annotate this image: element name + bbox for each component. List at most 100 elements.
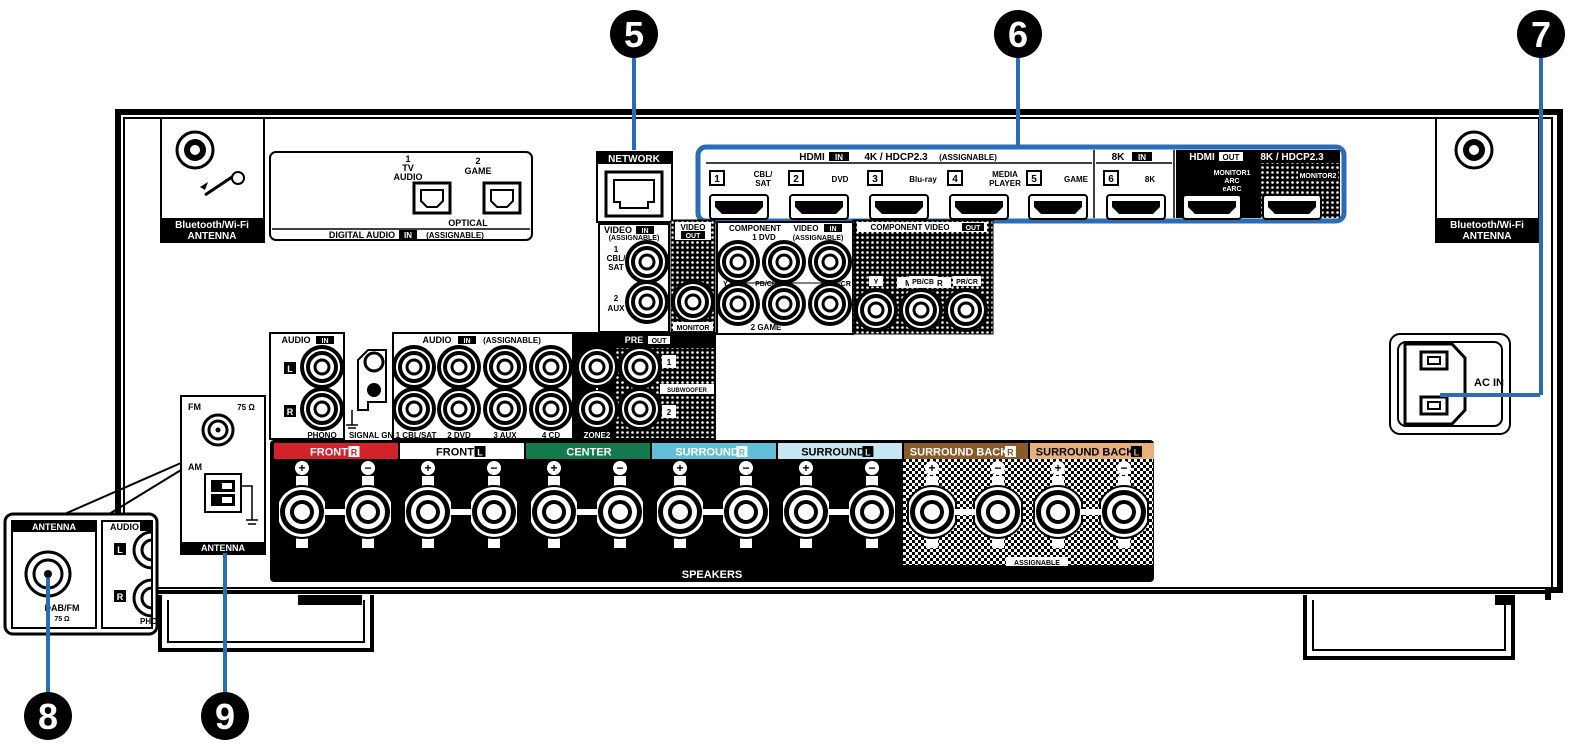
bt-antenna-left[interactable]: Bluetooth/Wi-Fi ANTENNA [160, 117, 265, 243]
terminal-link [828, 509, 850, 515]
speaker-group-name: SURROUND BACK [910, 447, 1008, 459]
svg-text:9: 9 [215, 696, 235, 737]
svg-text:SUBWOOFER: SUBWOOFER [667, 388, 707, 394]
signal-gnd-terminal[interactable] [346, 349, 387, 429]
polarity-symbol-plus: + [676, 461, 683, 475]
hdmi-out-monitor2[interactable] [1262, 194, 1322, 220]
polarity-marker-minus [739, 461, 753, 475]
video-in-2-jack[interactable] [625, 280, 669, 324]
polarity-symbol-plus: + [550, 461, 557, 475]
am-antenna-terminal[interactable] [204, 473, 258, 525]
svg-text:5: 5 [1031, 174, 1037, 185]
svg-text:IN: IN [464, 338, 471, 345]
svg-text:2 GAME: 2 GAME [751, 323, 782, 332]
svg-text:1: 1 [614, 245, 619, 254]
ac-inlet[interactable]: AC IN [1389, 333, 1511, 435]
svg-text:IN: IN [322, 338, 329, 345]
optical-port-2[interactable] [482, 181, 522, 215]
speaker-group-name: SURROUND BACK [1036, 447, 1134, 459]
svg-text:(ASSIGNABLE): (ASSIGNABLE) [793, 235, 844, 242]
hdmi-input-4[interactable]: 4 MEDIA PLAYER [947, 170, 1021, 220]
svg-text:DIGITAL AUDIO: DIGITAL AUDIO [329, 230, 395, 240]
svg-text:5: 5 [624, 14, 644, 55]
svg-text:COMPONENT VIDEO: COMPONENT VIDEO [870, 223, 949, 232]
svg-text:2: 2 [475, 156, 480, 166]
audio-in-phono: AUDIO IN L R PHONO SIGNAL GND [269, 332, 399, 440]
svg-text:CBL/: CBL/ [607, 254, 626, 263]
polarity-marker-plus [295, 461, 309, 475]
bt-antenna-left-label-2: ANTENNA [188, 231, 237, 242]
svg-text:CBL/: CBL/ [754, 170, 773, 179]
hdmi-input-2[interactable]: 2 DVD [788, 170, 849, 220]
bt-antenna-right-label-2: ANTENNA [1463, 231, 1512, 242]
svg-text:7: 7 [1531, 14, 1551, 55]
hdmi-input-6-8k[interactable]: 6 8K [1103, 170, 1166, 220]
svg-text:8K: 8K [1145, 175, 1155, 184]
svg-text:ARC: ARC [1224, 178, 1239, 185]
audio-in-assignable: AUDIO IN (ASSIGNABLE) 1 CBL/SAT 2 DVD 3 … [392, 332, 574, 440]
svg-text:SAT: SAT [755, 179, 771, 188]
svg-text:1: 1 [714, 174, 720, 185]
speaker-channel-letter: L [477, 448, 483, 458]
speaker-channel-letter: R [351, 448, 358, 458]
video-in-1-jack[interactable] [625, 240, 669, 284]
svg-text:1: 1 [667, 358, 672, 367]
hdmi-out-monitor1[interactable] [1182, 194, 1242, 220]
optical-port-1[interactable] [412, 181, 452, 215]
hdmi-input-5[interactable]: 5 GAME [1026, 170, 1089, 220]
svg-text:VIDEO: VIDEO [794, 224, 819, 233]
svg-text:Y: Y [723, 281, 728, 288]
video-out-monitor-jack[interactable] [671, 280, 715, 324]
inset-zoom: ANTENNA DAB/FM 75 Ω AUDIO L R PHO [3, 462, 182, 636]
svg-text:GAME: GAME [465, 166, 492, 176]
speaker-channel-letter: L [1134, 448, 1140, 458]
terminal-link [450, 509, 472, 515]
component-in-panel: COMPONENT VIDEO IN (ASSIGNABLE) 1 DVD Y … [716, 221, 854, 335]
speaker-group-name: CENTER [566, 447, 611, 459]
svg-text:GAME: GAME [1064, 175, 1089, 184]
bt-antenna-right[interactable]: Bluetooth/Wi-Fi ANTENNA [1435, 117, 1540, 243]
network-port[interactable]: NETWORK [596, 151, 673, 223]
svg-text:AM: AM [188, 462, 202, 472]
polarity-marker-plus [1051, 461, 1065, 475]
chassis [115, 109, 1563, 660]
speaker-group-header [400, 443, 524, 459]
polarity-symbol-plus: + [424, 461, 431, 475]
fm-antenna-jack[interactable] [201, 413, 235, 447]
polarity-symbol-minus: − [616, 461, 623, 475]
svg-text:2: 2 [614, 294, 619, 303]
polarity-marker-minus [1117, 461, 1131, 475]
polarity-marker-minus [991, 461, 1005, 475]
video-in-panel: VIDEO IN (ASSIGNABLE) 1 CBL/ SAT 2 AUX [598, 223, 670, 333]
hdmi-input-1[interactable]: 1 CBL/ SAT [709, 170, 773, 220]
speaker-group-header [526, 443, 650, 459]
hdmi-input-3[interactable]: 3 Blu-ray [867, 170, 937, 220]
speaker-group-name: FRONT [310, 447, 348, 459]
polarity-marker-minus [487, 461, 501, 475]
svg-text:TV: TV [402, 163, 414, 173]
svg-text:HDMI: HDMI [1189, 152, 1215, 163]
svg-text:1 CBL/SAT: 1 CBL/SAT [396, 431, 437, 440]
terminal-link [324, 509, 346, 515]
svg-text:1 DVD: 1 DVD [752, 233, 776, 242]
speaker-channel-badge [1004, 446, 1016, 457]
svg-text:8K: 8K [1112, 152, 1126, 163]
polarity-symbol-minus: − [490, 461, 497, 475]
callout-9: 9 [201, 692, 249, 740]
svg-text:PR/CR: PR/CR [956, 279, 978, 286]
svg-text:ZONE2: ZONE2 [584, 431, 611, 440]
svg-text:MONITOR: MONITOR [677, 325, 710, 332]
svg-text:AUDIO: AUDIO [110, 522, 139, 532]
speaker-channel-letter: L [865, 448, 871, 458]
callout-6: 6 [994, 10, 1042, 58]
svg-text:MONITOR1: MONITOR1 [1214, 170, 1251, 177]
speaker-channel-letter: R [1007, 448, 1014, 458]
svg-text:SAT: SAT [608, 263, 624, 272]
svg-text:2: 2 [793, 174, 799, 185]
svg-text:VIDEO: VIDEO [681, 223, 706, 232]
speaker-group-header [274, 443, 398, 459]
svg-text:VIDEO: VIDEO [604, 225, 632, 235]
